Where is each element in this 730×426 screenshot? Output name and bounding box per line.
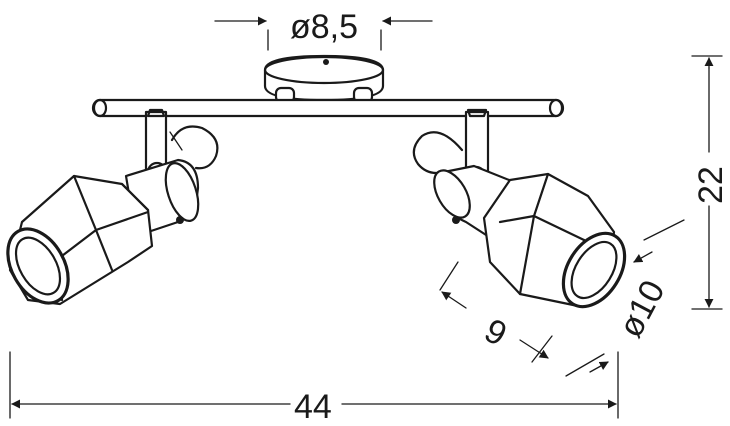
height-label: 22 xyxy=(692,166,730,204)
left-spotlight xyxy=(6,108,219,306)
base-diameter-label: ø8,5 xyxy=(290,8,358,46)
ceiling-canopy xyxy=(263,54,385,104)
dimension-total-width: 44 xyxy=(9,351,619,426)
shade-length-label: 9 xyxy=(478,312,513,354)
dimension-height: 22 xyxy=(691,55,730,310)
total-width-label: 44 xyxy=(294,388,332,426)
dimension-base-diameter: ø8,5 xyxy=(214,8,433,51)
right-spotlight xyxy=(412,108,627,309)
shade-diameter-label: ø10 xyxy=(612,274,673,344)
mounting-bar xyxy=(91,98,565,118)
